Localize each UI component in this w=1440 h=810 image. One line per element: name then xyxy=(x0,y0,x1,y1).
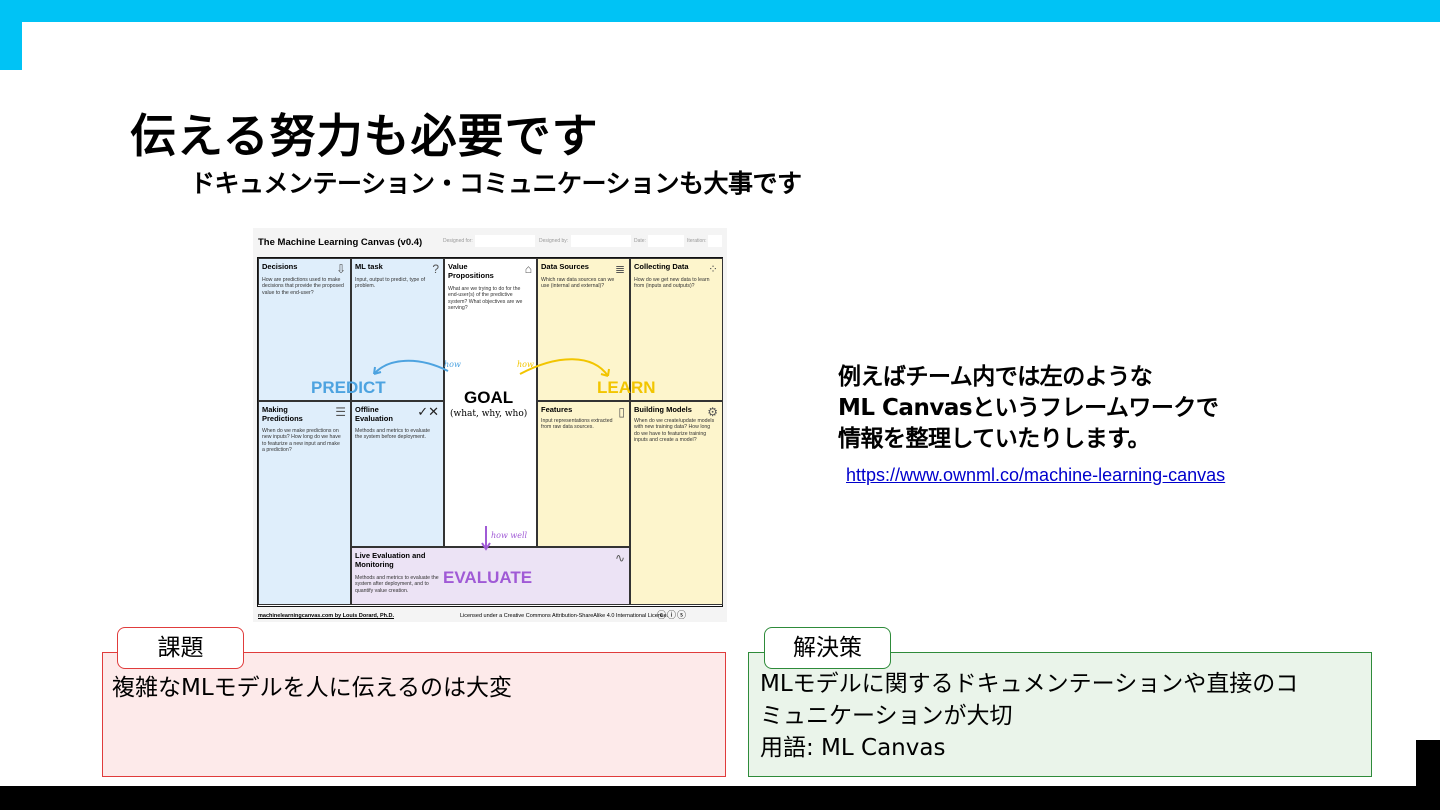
bottom-accent-bar xyxy=(0,786,1440,810)
canvas-header: The Machine Learning Canvas (v0.4) Desig… xyxy=(253,228,727,256)
designed-by-label: Designed by: xyxy=(539,238,569,244)
cell-value-propositions: Value Propositions What are we trying to… xyxy=(444,258,537,547)
cell-collecting-data: Collecting Data How do we get new data t… xyxy=(630,258,723,401)
solution-tag: 解決策 xyxy=(764,627,891,669)
cell-desc: Input representations extracted from raw… xyxy=(541,418,613,431)
cell-desc: When do we make predictions on new input… xyxy=(262,428,341,454)
cell-offline-evaluation: Offline Evaluation Methods and metrics t… xyxy=(351,401,444,547)
canvas-title: The Machine Learning Canvas (v0.4) xyxy=(258,237,423,248)
how-right-label: how xyxy=(517,360,534,369)
trend-icon: ∿ xyxy=(614,551,625,565)
scatter-icon: ⁘ xyxy=(707,262,718,276)
cell-title: Collecting Data xyxy=(634,262,689,271)
canvas-reference-link[interactable]: https://www.ownml.co/machine-learning-ca… xyxy=(846,465,1226,485)
solution-line-3: 用語: ML Canvas xyxy=(760,735,946,761)
cell-live-evaluation: Live Evaluation and Monitoring Methods a… xyxy=(351,547,630,605)
cell-building-models: Building Models When do we create/update… xyxy=(630,401,723,605)
designed-for-field xyxy=(475,235,535,247)
bottom-right-accent-block xyxy=(1416,740,1440,786)
canvas-note: 例えばチーム内では左のような ML Canvasというフレームワークで 情報を整… xyxy=(838,362,1219,455)
learn-arrow xyxy=(519,358,609,377)
slide-title: 伝える努力も必要です xyxy=(130,109,599,163)
cell-title: Features xyxy=(541,405,573,414)
canvas-arrows xyxy=(373,358,610,551)
cell-title: Offline Evaluation xyxy=(355,405,393,423)
top-accent-bar xyxy=(0,0,1440,22)
evaluate-label: EVALUATE xyxy=(443,568,533,587)
cell-features: Features Input representations extracted… xyxy=(537,401,630,547)
how-left-label: how xyxy=(444,360,461,369)
check-cross-icon: ✓✕ xyxy=(417,404,439,419)
cell-desc: How do we get new data to learn from (in… xyxy=(634,277,710,290)
question-icon: ? xyxy=(432,262,439,276)
problem-tag: 課題 xyxy=(117,627,244,669)
iteration-label: Iteration: xyxy=(687,238,707,244)
cc-license-icon: ⓒⓘⓢ xyxy=(657,611,688,621)
note-line-3: 情報を整理していたりします。 xyxy=(838,426,1151,452)
note-line-1: 例えばチーム内では左のような xyxy=(838,364,1153,390)
note-line-2: ML Canvasというフレームワークで xyxy=(838,395,1219,421)
database-icon: ≣ xyxy=(614,262,625,276)
top-left-accent-tab xyxy=(0,22,22,70)
designed-for-label: Designed for: xyxy=(443,238,473,244)
cell-title: Decisions xyxy=(262,262,298,271)
predict-arrow xyxy=(373,359,449,375)
date-field xyxy=(648,235,684,247)
ml-canvas-figure: The Machine Learning Canvas (v0.4) Desig… xyxy=(253,228,727,622)
cell-ml-task: ML task Input, output to predict, type o… xyxy=(351,258,444,401)
cell-desc: Methods and metrics to evaluate the syst… xyxy=(355,575,439,594)
problem-text: 複雑なMLモデルを人に伝えるのは大変 xyxy=(112,675,512,701)
cell-title: Building Models xyxy=(634,405,692,414)
solution-text: MLモデルに関するドキュメンテーションや直接のコ ミュニケーションが大切 用語:… xyxy=(760,668,1298,764)
table-icon: ▯ xyxy=(618,405,625,419)
evaluate-arrowhead xyxy=(481,542,491,551)
solution-line-1: MLモデルに関するドキュメンテーションや直接のコ xyxy=(760,671,1299,697)
cell-desc: How are predictions used to make decisio… xyxy=(262,277,344,296)
cell-desc: Methods and metrics to evaluate the syst… xyxy=(355,428,430,441)
gear-icon: ⚙ xyxy=(707,405,718,419)
cell-data-sources: Data Sources Which raw data sources can … xyxy=(537,258,630,401)
learn-arrowhead xyxy=(600,368,610,377)
cell-title: Making Predictions xyxy=(262,405,303,423)
cell-desc: What are we trying to do for the end-use… xyxy=(448,286,523,312)
how-well-label: how well xyxy=(491,531,528,540)
cell-desc: Which raw data sources can we use (inter… xyxy=(541,277,615,290)
goal-label: GOAL xyxy=(464,388,514,407)
goal-sublabel: (what, why, who) xyxy=(450,409,528,419)
sliders-icon: ☰ xyxy=(335,405,346,419)
date-label: Date: xyxy=(634,238,646,244)
cell-making-predictions: Making Predictions When do we make predi… xyxy=(258,401,351,605)
cell-title: Live Evaluation and Monitoring xyxy=(355,551,426,569)
cell-desc: Input, output to predict, type of proble… xyxy=(355,277,426,290)
predict-arrowhead xyxy=(373,366,382,375)
cell-title: Data Sources xyxy=(541,262,589,271)
slide-subtitle: ドキュメンテーション・コミュニケーションも大事です xyxy=(190,169,802,198)
problem-box xyxy=(102,652,726,777)
solution-line-2: ミュニケーションが大切 xyxy=(760,703,1013,729)
arrow-down-icon: ⇩ xyxy=(335,262,346,276)
solution-box xyxy=(748,652,1372,777)
designed-by-field xyxy=(571,235,631,247)
canvas-grid: Decisions How are predictions used to ma… xyxy=(257,257,723,607)
cell-decisions: Decisions How are predictions used to ma… xyxy=(258,258,351,401)
canvas-footer-credit: machinelearningcanvas.com by Louis Dorar… xyxy=(258,613,395,619)
cell-desc: When do we create/update models with new… xyxy=(634,418,715,444)
learn-label: LEARN xyxy=(597,378,656,397)
canvas-footer-license: Licensed under a Creative Commons Attrib… xyxy=(460,613,669,619)
cell-title: ML task xyxy=(355,262,383,271)
iteration-field xyxy=(708,235,722,247)
gift-icon: ⌂ xyxy=(524,262,532,276)
cell-title: Value Propositions xyxy=(448,262,494,280)
predict-label: PREDICT xyxy=(311,378,386,397)
